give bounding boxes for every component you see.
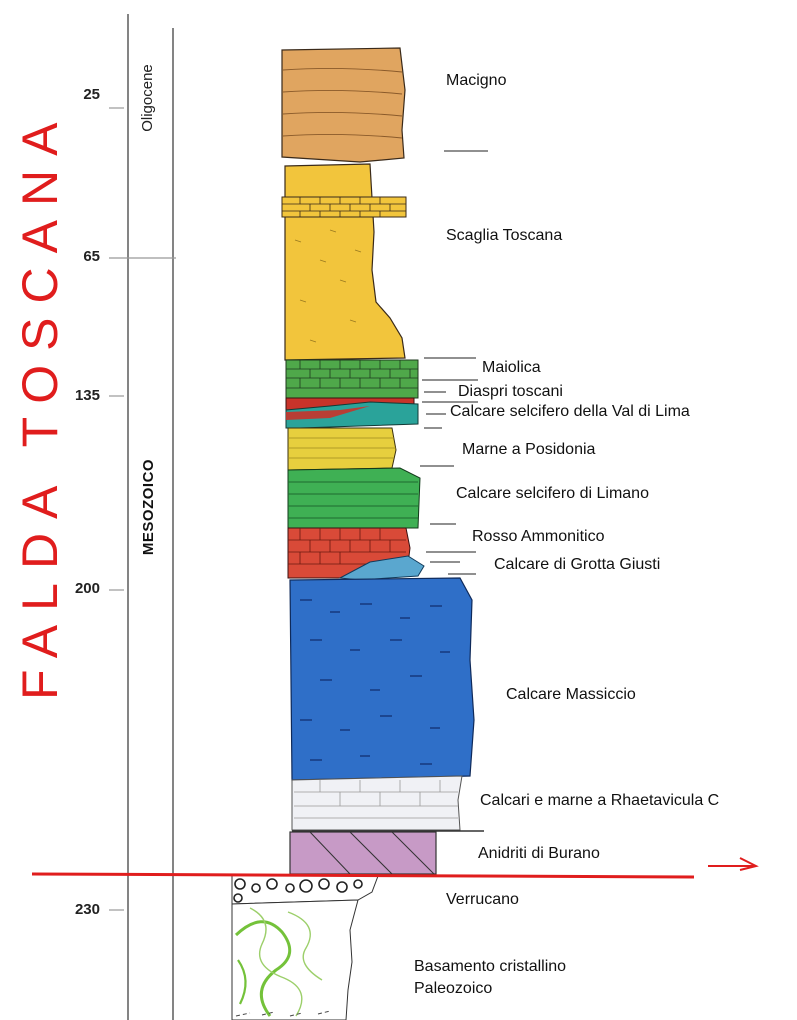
age-label-200: 200 xyxy=(48,580,100,597)
unit-label-verrucano: Verrucano xyxy=(446,891,519,909)
unit-label-macigno: Macigno xyxy=(446,72,506,90)
unit-label-paleozoico: Paleozoico xyxy=(414,980,492,998)
age-label-135: 135 xyxy=(48,387,100,404)
thrust-line xyxy=(32,874,694,877)
layer-maiolica xyxy=(286,360,418,398)
layer-anidriti-di-burano xyxy=(290,832,436,874)
unit-label-marne-a-posidonia: Marne a Posidonia xyxy=(462,441,595,459)
unit-label-diaspri-toscani: Diaspri toscani xyxy=(458,383,563,401)
layer-scaglia-toscana xyxy=(282,164,406,360)
unit-label-basamento-cristallino: Basamento cristallino xyxy=(414,958,566,976)
thrust-arrow-icon xyxy=(708,858,756,870)
layer-calcare-selcifero-di-limano xyxy=(288,468,420,528)
layer-calcari-e-marne-rhaetavicula xyxy=(292,776,484,831)
unit-label-val-di-lima: Calcare selcifero della Val di Lima xyxy=(450,403,690,421)
layer-marne-a-posidonia xyxy=(288,428,396,470)
unit-label-calcare-massiccio: Calcare Massiccio xyxy=(506,686,636,704)
unit-label-calcare-di-grotta-giusti: Calcare di Grotta Giusti xyxy=(494,556,660,574)
oligocene-label: Oligocene xyxy=(138,48,158,148)
unit-label-anidriti-di-burano: Anidriti di Burano xyxy=(478,845,600,863)
scaglia-limestone-bed xyxy=(282,197,406,217)
unit-label-scaglia-toscana: Scaglia Toscana xyxy=(446,227,562,245)
age-label-65: 65 xyxy=(48,248,100,265)
layer-basamento-cristallino xyxy=(232,900,358,1020)
age-label-25: 25 xyxy=(48,86,100,103)
layer-macigno xyxy=(282,48,405,162)
mesozoico-label: MESOZOICO xyxy=(139,447,159,567)
unit-label-rosso-ammonitico: Rosso Ammonitico xyxy=(472,528,605,546)
leader-lines xyxy=(420,151,488,574)
unit-label-calcare-selcifero-di-limano: Calcare selcifero di Limano xyxy=(456,485,649,503)
falda-toscana-title: FALDA TOSCANA xyxy=(10,230,70,700)
age-label-230: 230 xyxy=(48,901,100,918)
unit-label-maiolica: Maiolica xyxy=(482,359,541,377)
layer-calcare-massiccio xyxy=(290,578,474,780)
unit-label-rhaetavicula: Calcari e marne a Rhaetavicula C xyxy=(480,792,719,810)
layer-verrucano xyxy=(232,874,378,904)
